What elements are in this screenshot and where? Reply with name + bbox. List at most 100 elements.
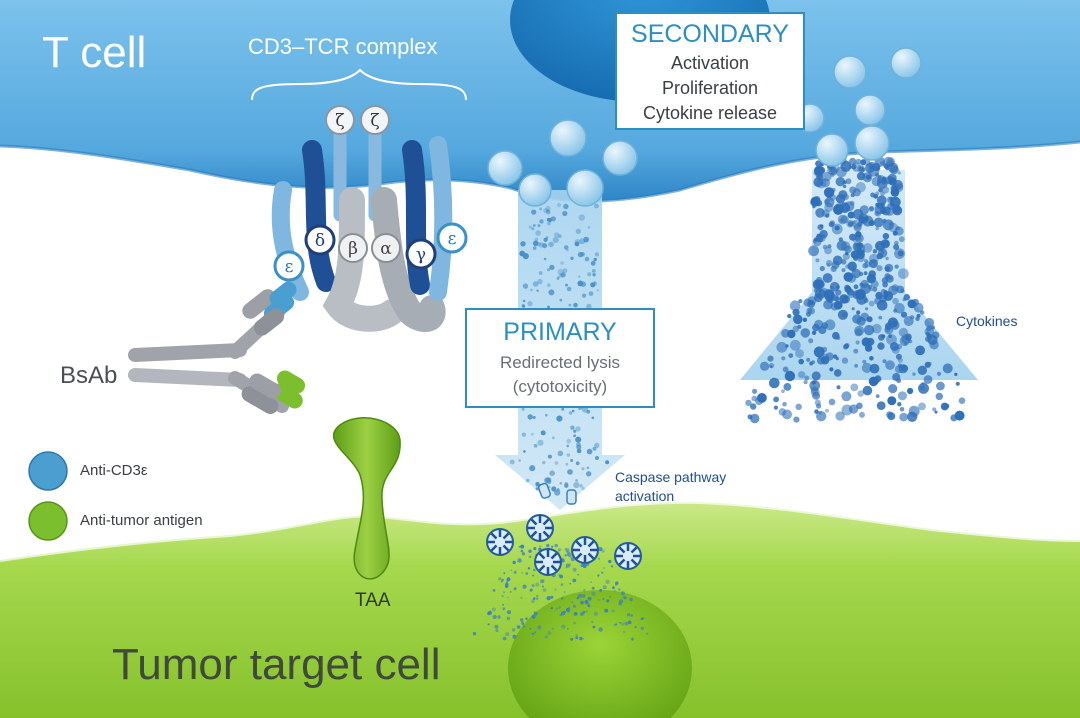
particle-dot [577, 275, 581, 278]
particle-dot [890, 178, 895, 183]
particle-dot [551, 436, 555, 440]
particle-dot [829, 281, 840, 292]
particle-dot [563, 245, 569, 250]
caspase-label-line2: activation [615, 488, 675, 504]
particle-dot [875, 226, 879, 231]
particle-dot [882, 233, 890, 240]
particle-dot [874, 204, 885, 215]
particle-dot [769, 365, 773, 369]
particle-dot [570, 256, 574, 260]
particle-dot [500, 580, 503, 583]
particle-dot [942, 363, 953, 374]
particle-dot [802, 317, 808, 322]
particle-dot [535, 594, 539, 598]
particle-dot [580, 564, 584, 567]
particle-dot [584, 256, 590, 262]
epsilon-left-label: ε [285, 257, 294, 277]
particle-dot [815, 171, 823, 179]
particle-dot [852, 188, 861, 197]
particle-dot [598, 547, 603, 552]
particle-dot [577, 251, 584, 258]
particle-dot [580, 281, 586, 288]
particle-dot [863, 271, 868, 276]
particle-dot [530, 288, 533, 292]
particle-dot [831, 260, 840, 269]
particle-dot [506, 616, 511, 621]
particle-dot [552, 236, 559, 244]
particle-dot [773, 405, 779, 410]
particle-dot [612, 586, 615, 589]
particle-dot [598, 627, 603, 632]
particle-dot [826, 262, 831, 267]
particle-dot [788, 353, 794, 358]
particle-dot [818, 411, 822, 415]
particle-dot [593, 611, 598, 616]
particle-dot [915, 345, 925, 356]
particle-dot [557, 488, 560, 491]
particle-dot [562, 210, 568, 217]
particle-dot [531, 227, 535, 231]
particle-dot [527, 414, 533, 420]
particle-dot [561, 597, 564, 600]
particle-dot [865, 307, 869, 311]
particle-dot [573, 482, 580, 489]
particle-dot [864, 259, 869, 264]
pore-segment [618, 546, 626, 554]
particle-dot [872, 286, 878, 292]
particle-dot [844, 201, 855, 212]
particle-dot [888, 334, 892, 339]
particle-dot [868, 270, 876, 278]
particle-dot [547, 454, 552, 459]
particle-dot [591, 620, 594, 624]
particle-dot [568, 606, 571, 609]
particle-dot [855, 158, 862, 164]
particle-dot [859, 411, 865, 418]
particle-dot [492, 589, 496, 592]
particle-dot [591, 586, 595, 590]
particle-dot [511, 628, 516, 632]
particle-dot [522, 283, 529, 289]
particle-dot [566, 444, 569, 448]
particle-dot [835, 411, 845, 421]
particle-dot [566, 248, 569, 252]
particle-dot [570, 459, 574, 462]
particle-dot [752, 388, 758, 394]
particle-dot [605, 579, 610, 584]
particle-dot [869, 206, 875, 211]
complex-bracket [251, 68, 467, 101]
particle-dot [586, 303, 592, 310]
particle-dot [808, 245, 819, 257]
particle-dot [520, 241, 526, 247]
particle-dot [795, 403, 802, 410]
particle-dot [858, 213, 869, 224]
particle-dot [495, 628, 499, 633]
cytokine-dots [745, 155, 966, 424]
particle-dot [804, 375, 810, 381]
particle-dot [918, 382, 929, 394]
particle-dot [608, 559, 612, 564]
particle-dot [836, 385, 841, 390]
pore-segment [538, 564, 546, 572]
particle-dot [888, 384, 898, 394]
particle-dot [521, 552, 526, 556]
particle-dot [853, 348, 859, 354]
particle-dot [869, 363, 880, 374]
particle-dot [816, 411, 827, 422]
particle-dot [815, 160, 822, 167]
particle-dot [559, 482, 563, 485]
particle-dot [582, 293, 587, 298]
particle-dot [492, 615, 497, 619]
particle-dot [833, 354, 838, 359]
particle-dot [903, 316, 914, 327]
particle-dot [907, 387, 914, 395]
particle-dot [853, 223, 862, 232]
particle-dot [575, 479, 578, 482]
particle-dot [900, 311, 908, 318]
particle-dot [543, 237, 548, 242]
particle-dot [621, 591, 625, 596]
particle-dot [899, 412, 908, 422]
particle-dot [893, 197, 897, 201]
particle-dot [782, 409, 792, 420]
particle-dot [925, 331, 930, 336]
particle-dot [841, 391, 852, 402]
